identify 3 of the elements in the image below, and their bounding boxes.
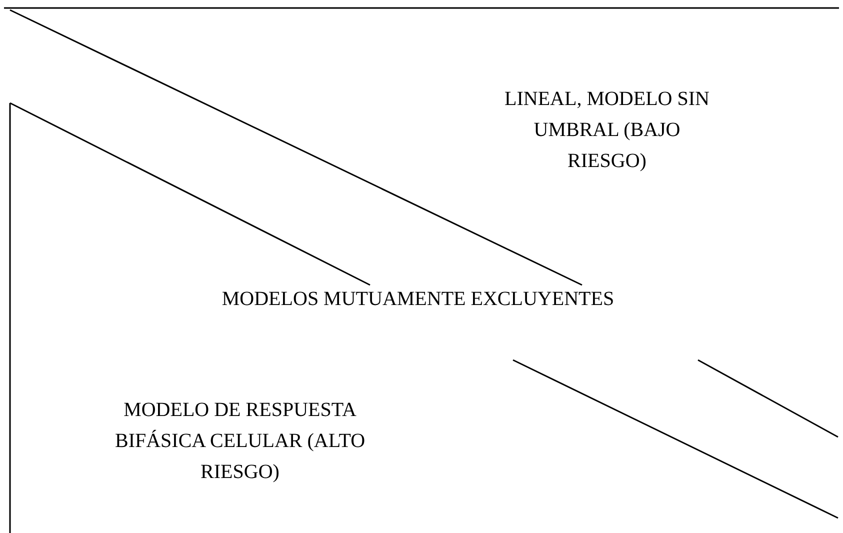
text-label: LINEAL, MODELO SIN UMBRAL (BAJO RIESGO) [504, 87, 710, 174]
text-label: MODELO DE RESPUESTA BIFÁSICA CELULAR (ALTO RIESGO) [114, 398, 366, 485]
text-label: MODELOS MUTUAMENTE EXCLUYENTES [220, 287, 616, 312]
